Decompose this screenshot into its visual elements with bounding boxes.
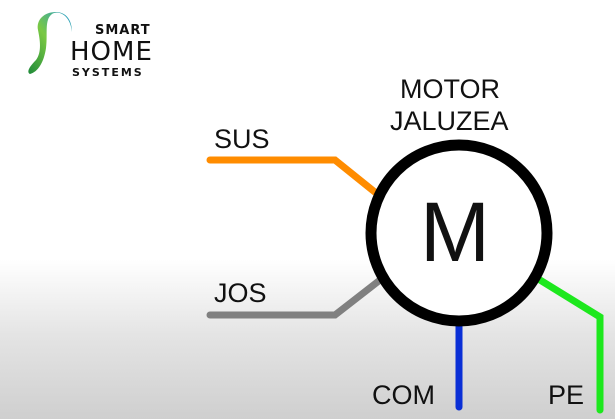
- label-pe: PE: [548, 380, 585, 410]
- motor-title-2: JALUZEA: [390, 106, 509, 136]
- logo-systems: SYSTEMS: [72, 66, 144, 79]
- logo-home: HOME: [70, 37, 153, 67]
- motor-title-1: MOTOR: [400, 74, 500, 104]
- motor-symbol: M: [420, 185, 490, 279]
- label-jos: JOS: [214, 278, 267, 308]
- wire-jos: [206, 276, 384, 319]
- logo-swoosh-icon: [28, 12, 72, 74]
- wire-sus: [206, 156, 380, 197]
- label-sus: SUS: [214, 124, 270, 154]
- wire-pe: [536, 276, 604, 414]
- motor-circle: [365, 139, 553, 327]
- label-com: COM: [372, 380, 435, 410]
- logo-smart: SMART: [95, 23, 151, 38]
